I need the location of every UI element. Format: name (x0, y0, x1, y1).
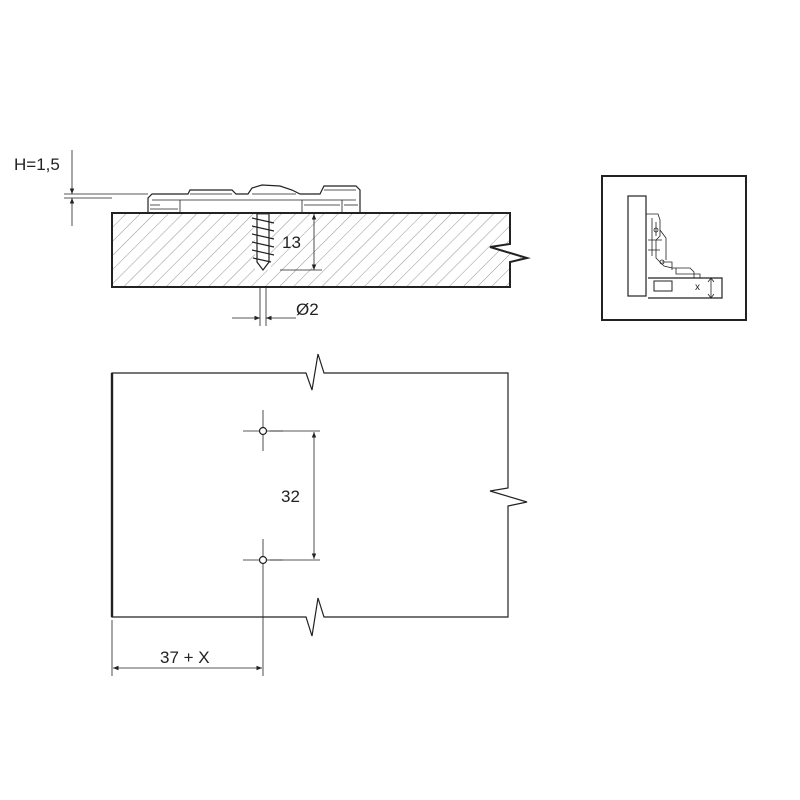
screw-depth-label: 13 (282, 233, 301, 252)
screw-diameter-label: Ø2 (296, 300, 319, 319)
edge-offset-dimension: 37 + X (111, 580, 264, 676)
screw (251, 213, 275, 271)
plan-view: 32 37 + X (110, 353, 528, 676)
edge-offset-label: 37 + X (160, 648, 210, 667)
hole-top (243, 410, 283, 451)
panel-section (111, 212, 531, 288)
hinge-inset: x (601, 175, 747, 321)
panel-plan-outline (111, 353, 528, 637)
height-label: H=1,5 (14, 155, 60, 174)
screw-depth-dimension: 13 (280, 214, 322, 271)
screw-diameter-dimension: Ø2 (232, 287, 319, 326)
section-view: H=1,5 13 Ø2 (14, 150, 531, 326)
hole-bottom (243, 539, 283, 580)
inset-x-label: x (695, 282, 700, 293)
hole-spacing-dimension: 32 (270, 430, 320, 561)
mounting-plate (147, 184, 361, 213)
height-dimension: H=1,5 (14, 150, 148, 226)
hole-spacing-label: 32 (281, 487, 300, 506)
